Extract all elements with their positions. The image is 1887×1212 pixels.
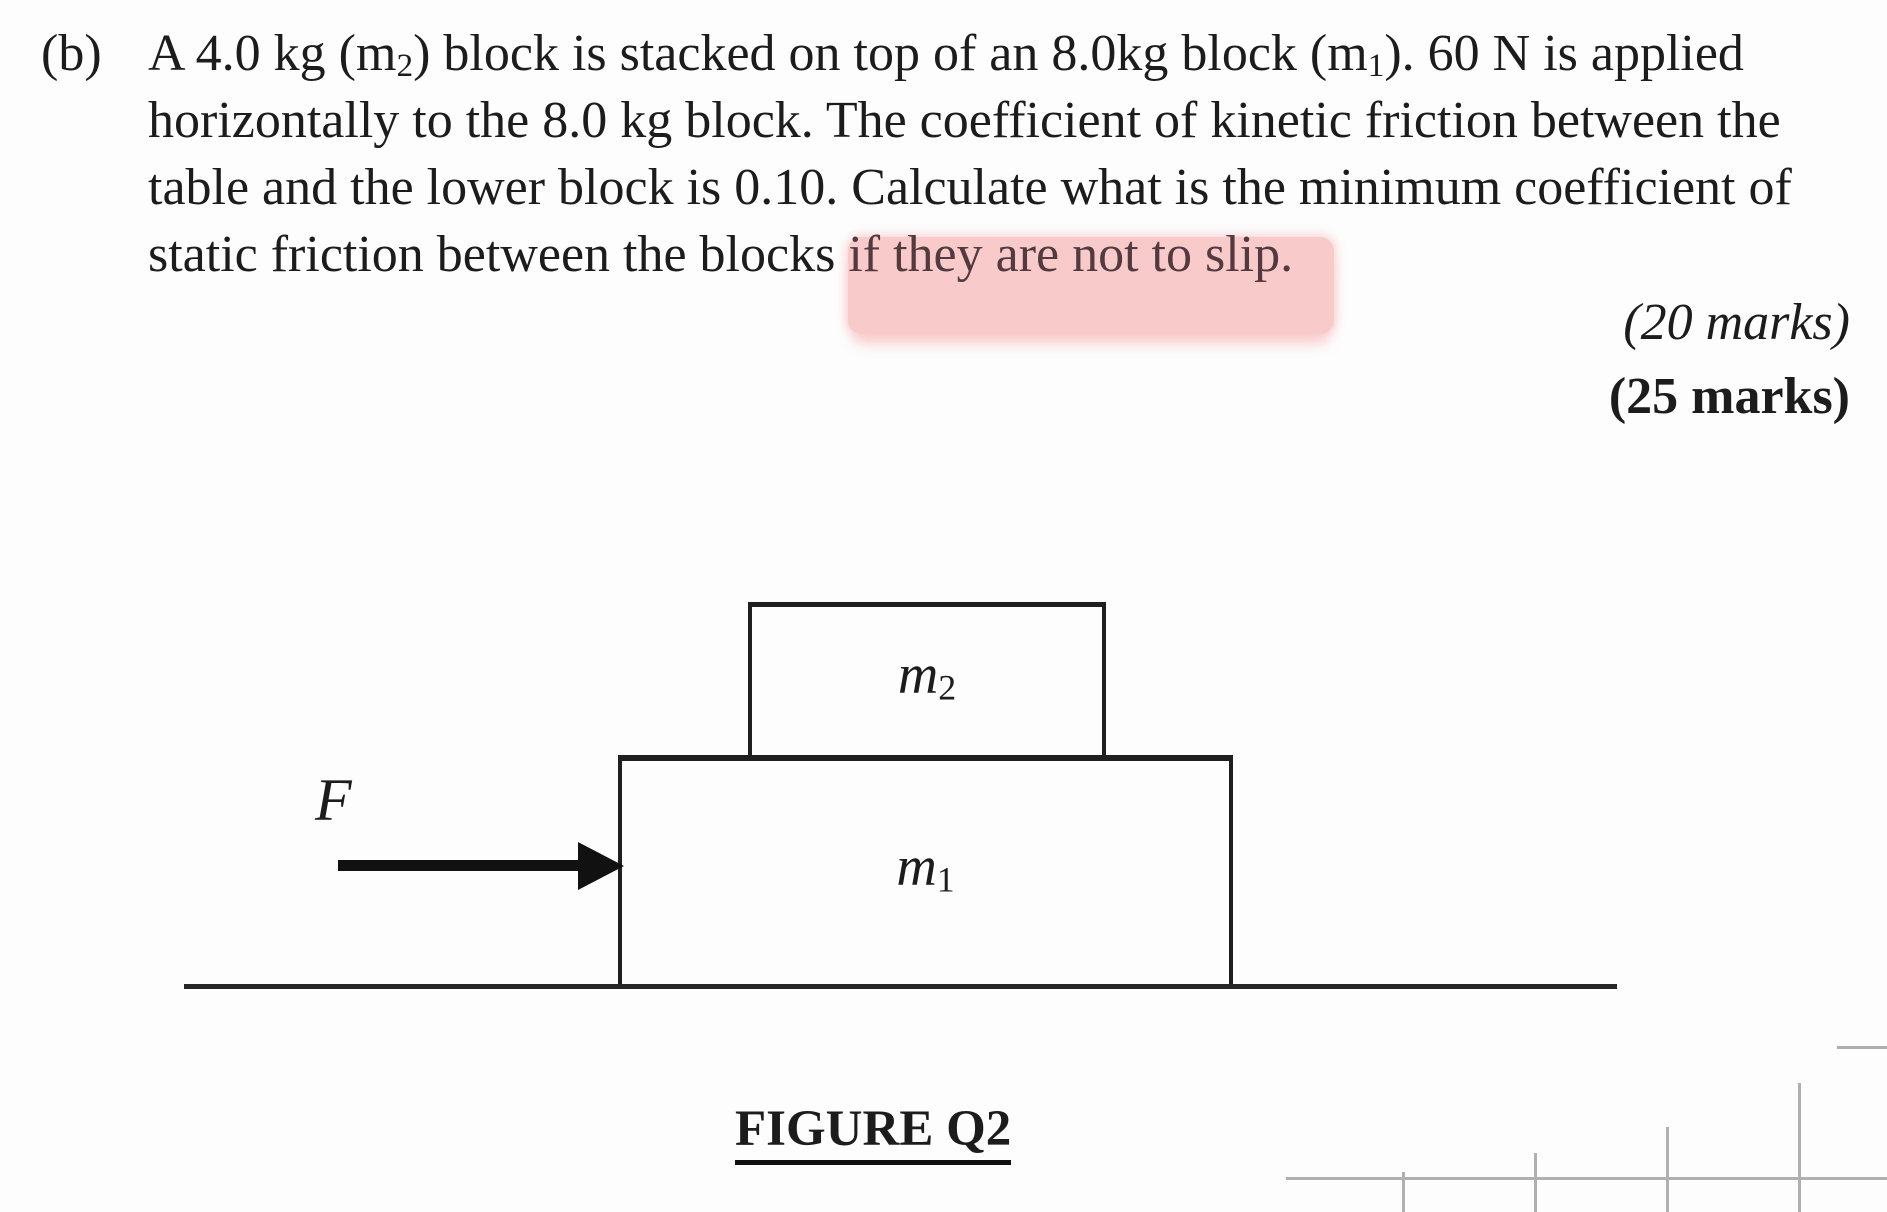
marks-partial: (20 marks)	[1623, 294, 1850, 351]
pink-highlight-swipe	[848, 237, 1334, 334]
question-part-label: (b)	[41, 25, 102, 82]
figure-block-m2: m2	[748, 602, 1106, 755]
artifact-tick-3	[1666, 1127, 1669, 1212]
force-arrow-shaft	[338, 860, 580, 871]
force-label: F	[315, 767, 352, 833]
question-text-line-2: horizontally to the 8.0 kg block. The co…	[148, 92, 1781, 149]
force-arrow-head-icon	[578, 842, 624, 890]
artifact-line-horizontal-short	[1837, 1046, 1887, 1049]
question-text-line-1: A 4.0 kg (m2) block is stacked on top of…	[148, 25, 1744, 84]
ground-line	[184, 984, 1617, 989]
question-text-line-4: static friction between the blocks if th…	[148, 226, 1294, 283]
artifact-tick-1	[1402, 1172, 1405, 1212]
question-text-line-3: table and the lower block is 0.10. Calcu…	[148, 159, 1792, 216]
figure-caption: FIGURE Q2	[735, 1101, 1012, 1166]
block-m1-label: m1	[896, 835, 955, 900]
figure-block-m1: m1	[618, 755, 1233, 988]
artifact-line-horizontal-long	[1286, 1177, 1887, 1180]
artifact-tick-4	[1798, 1083, 1801, 1212]
block-m2-label: m2	[897, 644, 957, 708]
artifact-tick-2	[1534, 1153, 1537, 1212]
marks-total: (25 marks)	[1608, 368, 1850, 425]
